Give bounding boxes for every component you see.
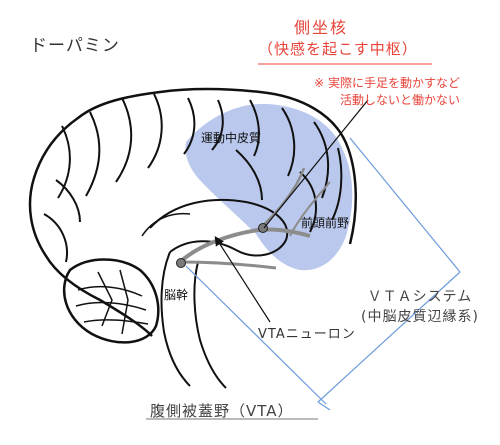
nucleus-accumbens-label: 側坐核 <box>294 18 349 37</box>
note-line-1: ※ 実際に手足を動かすなど <box>314 76 460 90</box>
prefrontal-cortex-label: 前頭前野 <box>301 216 350 230</box>
note-line-2: 活動しないと働かない <box>339 93 460 108</box>
vta-system-line-2: (中脳皮質辺縁系) <box>361 309 479 326</box>
nucleus-accumbens-role: （快感を起こす中枢） <box>258 40 418 58</box>
cerebellum-outline <box>62 258 160 344</box>
vta-neuron-pointer <box>214 235 271 323</box>
vta-label: 腹側被蓋野（VTA） <box>150 402 294 420</box>
dopamine-pathway <box>178 227 311 264</box>
vta-system-label: ＶＴＡシステム (中脳皮質辺縁系) <box>361 287 479 328</box>
nucleus-accumbens-note: ※ 実際に手足を動かすなど 活動しないと働かない <box>314 75 460 110</box>
vta-system-bracket <box>185 137 461 411</box>
accumbens-pointer <box>263 99 369 229</box>
cerebellum-folds <box>75 269 149 335</box>
diagram-title: ドーパミン <box>30 36 120 56</box>
motor-cortex-label: 運動中皮質 <box>201 131 262 145</box>
vta-neuron-body <box>176 258 186 268</box>
vta-system-line-1: ＶＴＡシステム <box>367 289 473 305</box>
vta-neuron-label: VTAニューロン <box>258 327 356 342</box>
gyri <box>43 93 343 263</box>
brainstem-label: 脳幹 <box>164 288 189 302</box>
brainstem-outline <box>160 251 227 389</box>
brain-outline <box>28 87 357 337</box>
